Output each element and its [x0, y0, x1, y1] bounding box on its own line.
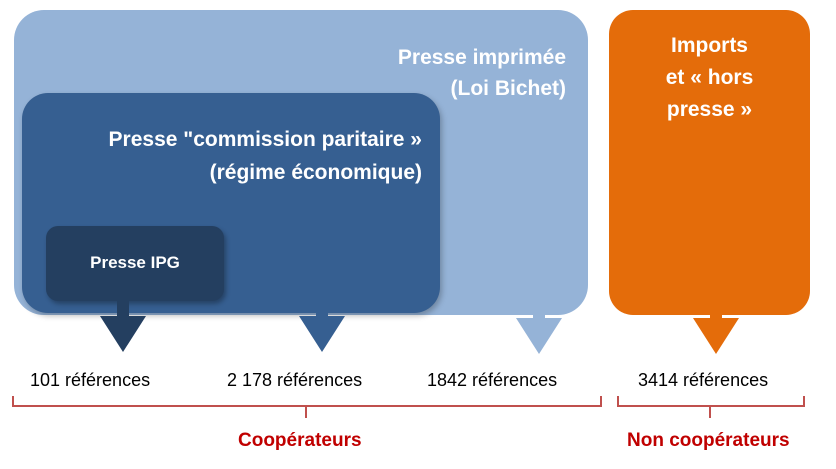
imports-line2: et « hors: [665, 66, 754, 89]
non-cooperateurs-label: Non coopérateurs: [627, 430, 790, 451]
presse-ipg-label: Presse IPG: [90, 253, 180, 272]
imports-line1: Imports: [670, 34, 748, 57]
non-cooperateurs-bracket: [617, 396, 805, 418]
imprimee-arrow-icon: [516, 300, 562, 354]
imports-references: 3414 références: [638, 370, 769, 390]
commission-paritaire-subtitle: (régime économique): [209, 161, 422, 184]
commission-references: 2 178 références: [227, 370, 363, 390]
presse-imprimee-subtitle: (Loi Bichet): [450, 77, 567, 100]
imports-line3: presse »: [666, 98, 753, 121]
imprimee-references: 1842 références: [427, 370, 558, 390]
presse-imprimee-label: Presse imprimée (Loi Bichet): [398, 42, 566, 104]
presse-imprimee-title: Presse imprimée: [397, 46, 566, 69]
presse-ipg-box: Presse IPG: [46, 226, 224, 301]
cooperateurs-label: Coopérateurs: [238, 430, 362, 451]
commission-paritaire-title: Presse "commission paritaire »: [108, 128, 422, 151]
cooperateurs-bracket: [12, 396, 602, 418]
ipg-references: 101 références: [30, 370, 151, 390]
imports-label: Imports et « hors presse »: [609, 30, 810, 126]
commission-paritaire-label: Presse "commission paritaire » (régime é…: [109, 123, 422, 189]
imports-box: Imports et « hors presse »: [609, 10, 810, 315]
imports-arrow-icon: [693, 300, 739, 354]
commission-arrow-icon: [299, 288, 345, 352]
commission-paritaire-box: Presse "commission paritaire » (régime é…: [22, 93, 440, 313]
ipg-arrow-icon: [100, 288, 146, 352]
